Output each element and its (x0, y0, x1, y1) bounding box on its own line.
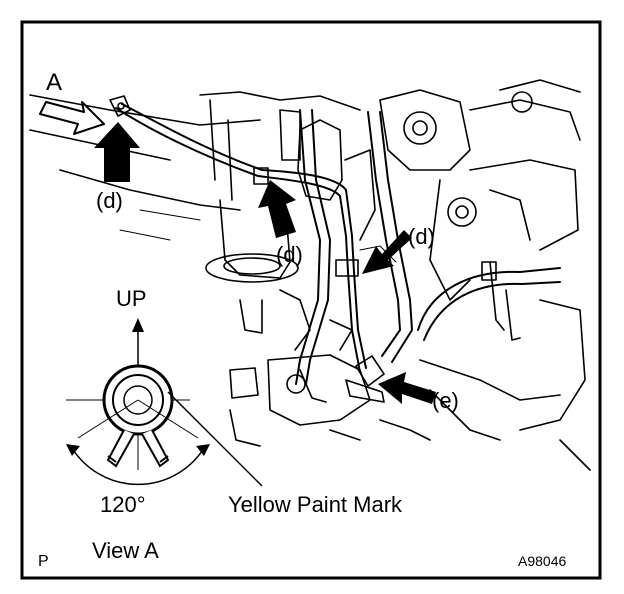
angle-arc-arrow-icon (66, 399, 210, 486)
fuel-hose-connector-icon (345, 355, 385, 403)
paint-mark-label: Yellow Paint Mark (228, 492, 403, 517)
callout-d-label-1: (d) (96, 188, 123, 213)
angle-label: 120° (100, 492, 146, 517)
corner-mark: P (38, 553, 49, 570)
callout-arrow-icon (258, 180, 296, 238)
figure-id: A98046 (518, 553, 566, 569)
callout-d-label-2: (d) (276, 242, 303, 267)
view-a-label: View A (92, 538, 159, 563)
hose-clip-left (109, 95, 131, 117)
callout-arrow-icon (362, 230, 412, 274)
view-a-inset: UP 120° View A (66, 286, 263, 563)
engine-bay-illustration (29, 79, 591, 471)
fuel-tube (115, 103, 413, 385)
callout-arrow-icon (94, 122, 140, 182)
callout-e-label: (e) (432, 388, 459, 413)
hose-clip-right (335, 259, 359, 277)
view-direction-arrow-icon (39, 101, 105, 135)
up-label: UP (116, 286, 147, 311)
view-arrow-label: A (46, 69, 62, 96)
callout-arrow-icon (378, 372, 436, 404)
paint-mark-leader (167, 391, 263, 487)
figure-frame (20, 20, 602, 580)
callout-d-label-3: (d) (408, 224, 435, 249)
hose-clip-center (253, 167, 269, 185)
